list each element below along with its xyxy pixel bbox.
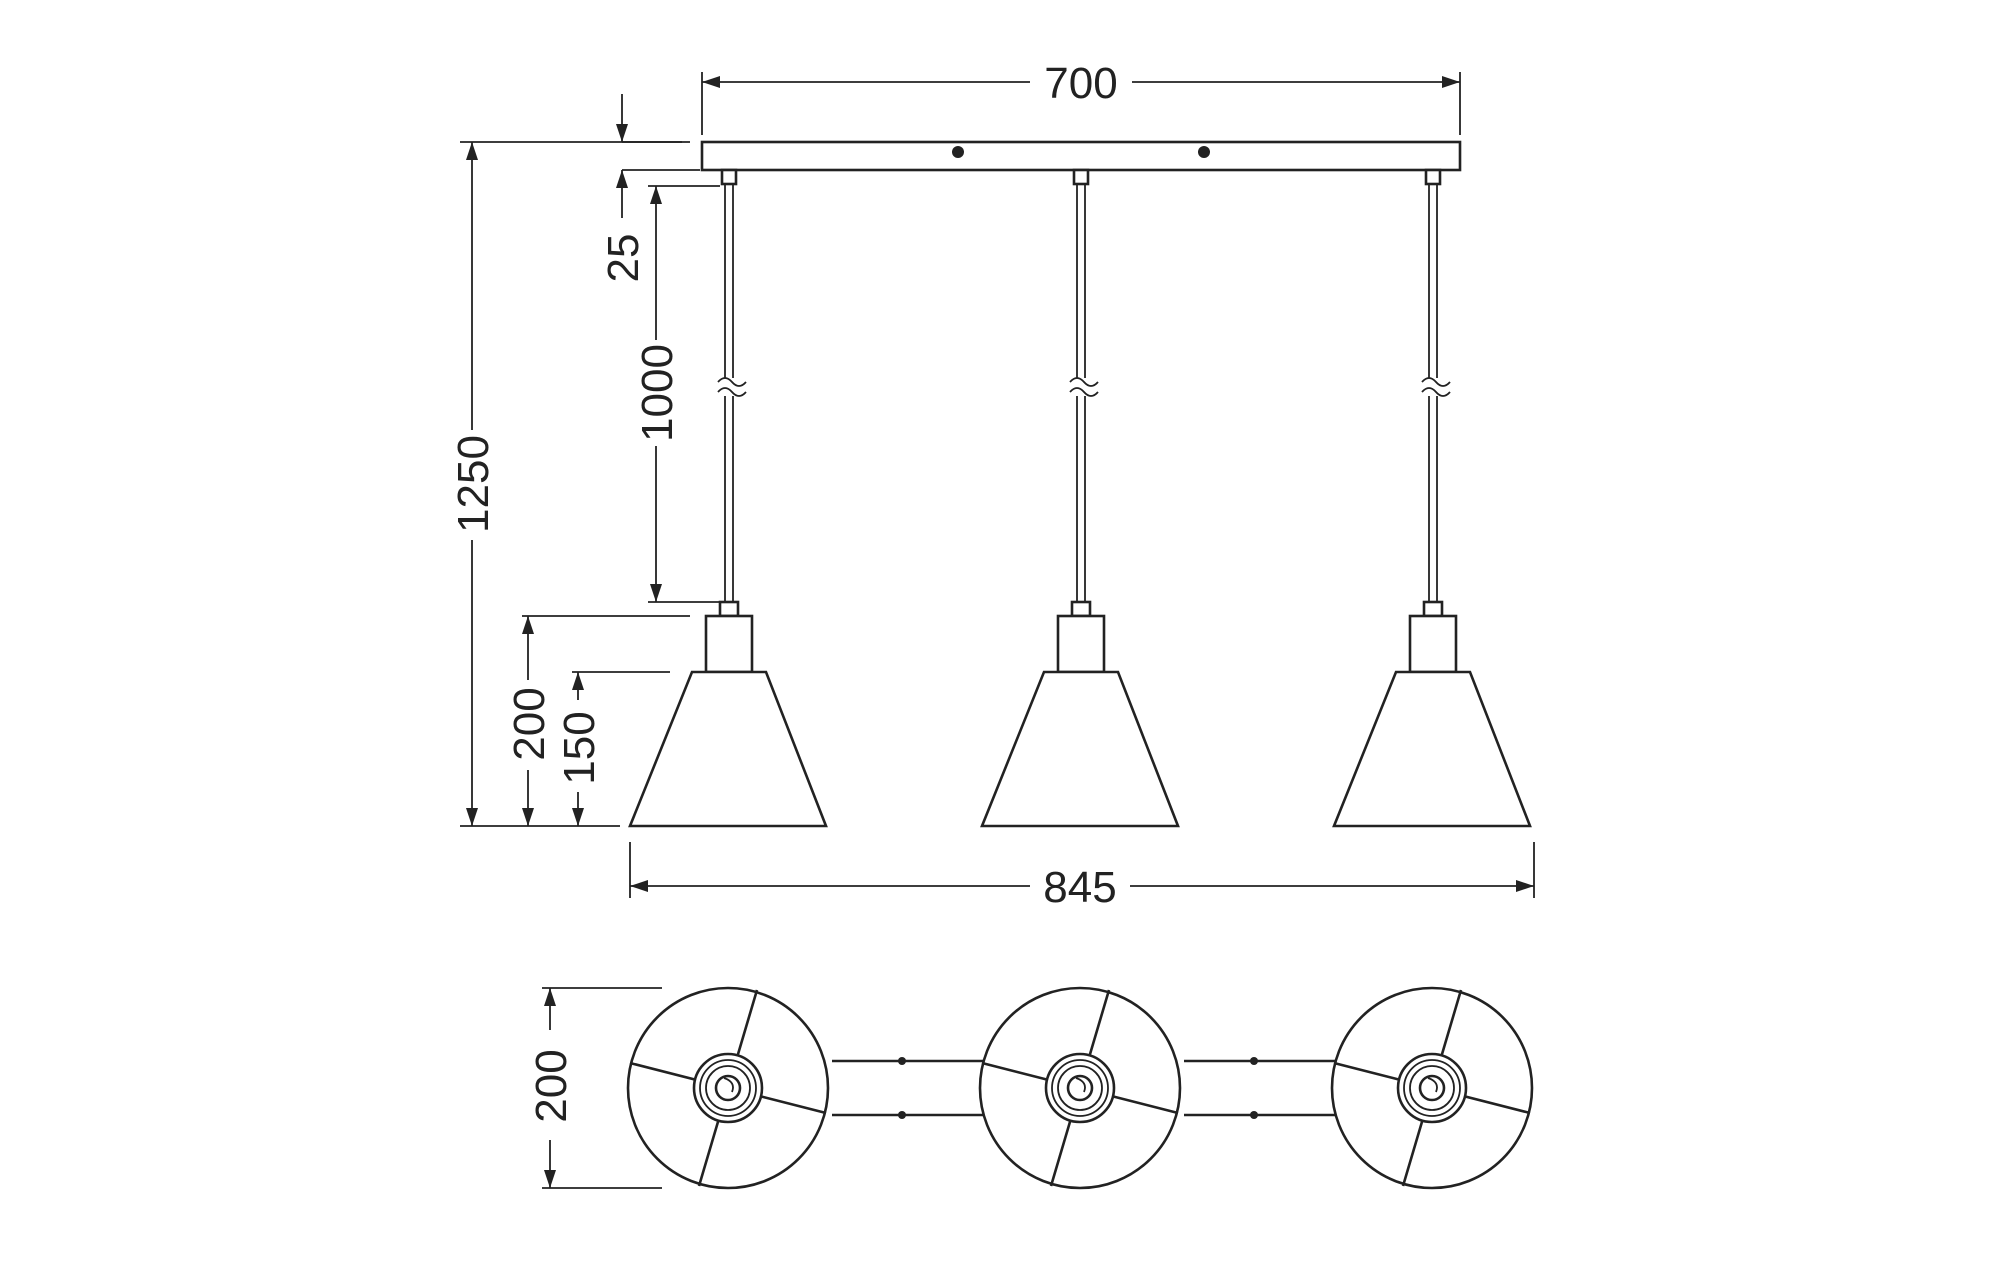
dim-label-canopy-width: 700: [1044, 59, 1117, 108]
front-view: [628, 140, 1532, 828]
dimension-canopy-height: 25: [599, 94, 700, 282]
dim-label-cable-length: 1000: [633, 344, 682, 442]
dimension-shade-cone-height: 150: [555, 671, 670, 826]
shade-top-left: [626, 986, 830, 1190]
dim-label-shade-total-height: 200: [505, 687, 554, 760]
dim-label-overall-width: 845: [1043, 863, 1116, 912]
dimension-shade-diameter: 200: [527, 987, 662, 1189]
top-view: [626, 986, 1534, 1190]
dim-label-shade-cone-height: 150: [555, 711, 604, 784]
canopy-screw-right: [1198, 146, 1210, 158]
shade-top-center: [978, 986, 1182, 1190]
dim-label-overall-height: 1250: [449, 435, 498, 533]
canopy-screw-left: [952, 146, 964, 158]
dim-label-shade-diameter: 200: [527, 1049, 576, 1122]
canopy-bar: [700, 140, 1462, 172]
dimension-cable-length: 1000: [633, 185, 720, 603]
dimension-overall-height: 1250: [449, 141, 690, 827]
pendant-center: [980, 168, 1180, 828]
dimension-overall-width: 845: [629, 842, 1535, 912]
shade-top-right: [1330, 986, 1534, 1190]
dimension-canopy-width: 700: [701, 59, 1461, 135]
pendant-right: [1332, 168, 1532, 828]
dim-label-canopy-height: 25: [599, 234, 648, 283]
shade-center: [980, 670, 1180, 828]
dimension-shade-total-height: 200: [505, 615, 690, 826]
pendant-left: [628, 168, 828, 828]
shade-left: [628, 670, 828, 828]
shade-right: [1332, 670, 1532, 828]
